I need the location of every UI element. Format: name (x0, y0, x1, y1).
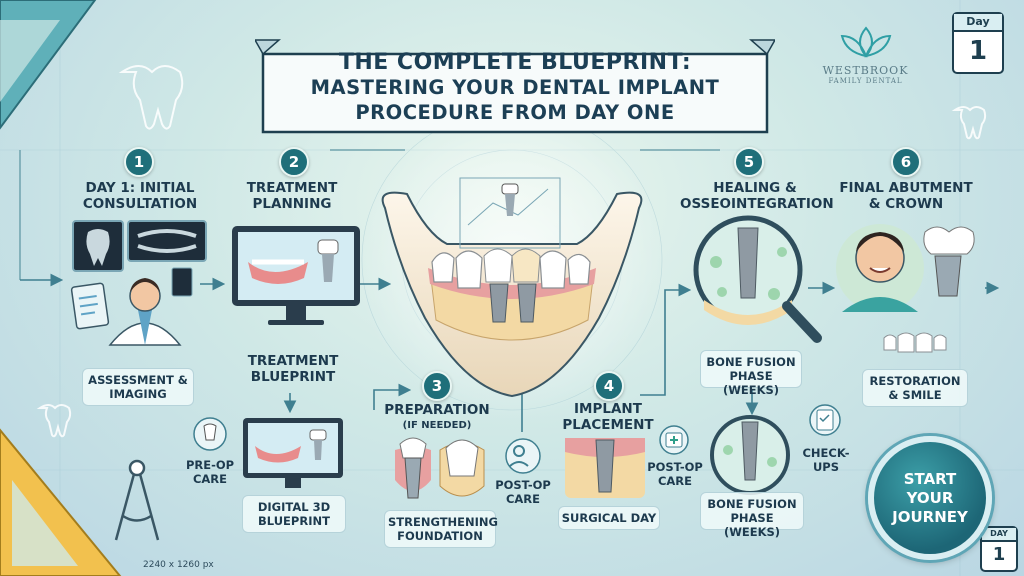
start-journey-label: START YOUR JOURNEY (892, 469, 968, 526)
calendar-top-icon: Day 1 (952, 12, 1004, 74)
preparation-teeth (395, 437, 485, 499)
postop-care-icon-center (505, 438, 541, 474)
implant-placement-illustration (565, 438, 645, 498)
digital-blueprint-monitor (243, 418, 343, 488)
checkup-clipboard-icon (809, 404, 841, 436)
step-5-caption: BONE FUSION PHASE (WEEKS) (706, 355, 796, 397)
bone-fusion-magnifier (710, 415, 790, 495)
compass-icon (114, 459, 160, 541)
ruler-triangle-icon (0, 0, 97, 130)
dimensions-label: 2240 x 1260 px (143, 560, 214, 570)
calendar-top-number: 1 (968, 36, 988, 66)
logo-sub: FAMILY DENTAL (828, 77, 903, 85)
step-1-caption-box: ASSESSMENT & IMAGING (82, 368, 194, 406)
doctor-avatar (70, 278, 182, 346)
step-6-title: FINAL ABUTMENT & CROWN (839, 180, 973, 212)
digital-blueprint-label: DIGITAL 3D BLUEPRINT (257, 500, 331, 528)
clinic-logo-icon (840, 26, 892, 58)
jaw-model (381, 177, 643, 398)
page-title: THE COMPLETE BLUEPRINT: MASTERING YOUR D… (255, 40, 775, 125)
bone-fusion-label-2: BONE FUSION PHASE (WEEKS) (707, 497, 797, 539)
medical-kit-icon (659, 425, 689, 455)
calendar-bottom-icon: DAY 1 (980, 526, 1018, 572)
step-2-caption: TREATMENT BLUEPRINT (247, 353, 339, 385)
step-3-caption-box: STRENGTHENING FOUNDATION (384, 510, 498, 548)
step-6-caption: RESTORATION & SMILE (869, 374, 961, 402)
preop-care-icon (193, 417, 227, 451)
step-2-title: TREATMENT PLANNING (246, 180, 338, 212)
calendar-top-label: Day (954, 14, 1002, 32)
smile-teeth-icon (883, 332, 947, 353)
bone-fusion-box-2: BONE FUSION PHASE (WEEKS) (700, 492, 804, 539)
set-square-icon (0, 428, 122, 576)
clinic-logo: WESTBROOK FAMILY DENTAL (813, 64, 918, 85)
preop-care-label: PRE-OP CARE (185, 458, 235, 486)
step-2-number: 2 (279, 147, 309, 177)
step-3-caption: STRENGTHENING FOUNDATION (388, 515, 498, 543)
step-4-title: IMPLANT PLACEMENT (562, 401, 654, 433)
step-5-caption-box: BONE FUSION PHASE (WEEKS) (700, 350, 802, 397)
patient-avatar (836, 224, 924, 312)
step-4-number: 4 (594, 371, 624, 401)
crown-implant-icon (923, 226, 975, 297)
logo-name: WESTBROOK (822, 64, 909, 77)
healing-magnifier (693, 215, 822, 343)
step-1-caption: ASSESSMENT & IMAGING (88, 373, 188, 401)
digital-blueprint-box: DIGITAL 3D BLUEPRINT (242, 495, 346, 533)
checkups-label: CHECK-UPS (802, 446, 850, 474)
calendar-bottom-label: DAY (982, 528, 1016, 542)
title-line-2: MASTERING YOUR DENTAL IMPLANT (310, 76, 720, 99)
step-3-subtitle: (IF NEEDED) (402, 420, 472, 431)
title-banner (255, 39, 775, 134)
step-5-title: HEALING & OSSEOINTEGRATION (680, 180, 834, 212)
postop-care-right-label: POST-OP CARE (647, 460, 703, 488)
step-4-caption-box: SURGICAL DAY (558, 506, 660, 530)
step-6-caption-box: RESTORATION & SMILE (862, 369, 968, 407)
step-5-number: 5 (734, 147, 764, 177)
step-1-title: DAY 1: INITIAL CONSULTATION (82, 180, 198, 212)
step-3-number: 3 (422, 371, 452, 401)
title-line-3: PROCEDURE FROM DAY ONE (355, 101, 675, 124)
planning-monitor (232, 226, 360, 325)
start-journey-button[interactable]: START YOUR JOURNEY (868, 436, 992, 560)
step-6-number: 6 (891, 147, 921, 177)
title-line-1: THE COMPLETE BLUEPRINT: (338, 50, 692, 75)
step-4-caption: SURGICAL DAY (561, 511, 657, 525)
calendar-bottom-number: 1 (992, 544, 1006, 565)
postop-care-center-label: POST-OP CARE (495, 478, 551, 506)
xray-images (72, 220, 207, 297)
step-3-title: PREPARATION (384, 402, 490, 418)
flow-arrows (20, 273, 1000, 432)
tooth-outline-icons (36, 65, 987, 438)
step-1-number: 1 (124, 147, 154, 177)
